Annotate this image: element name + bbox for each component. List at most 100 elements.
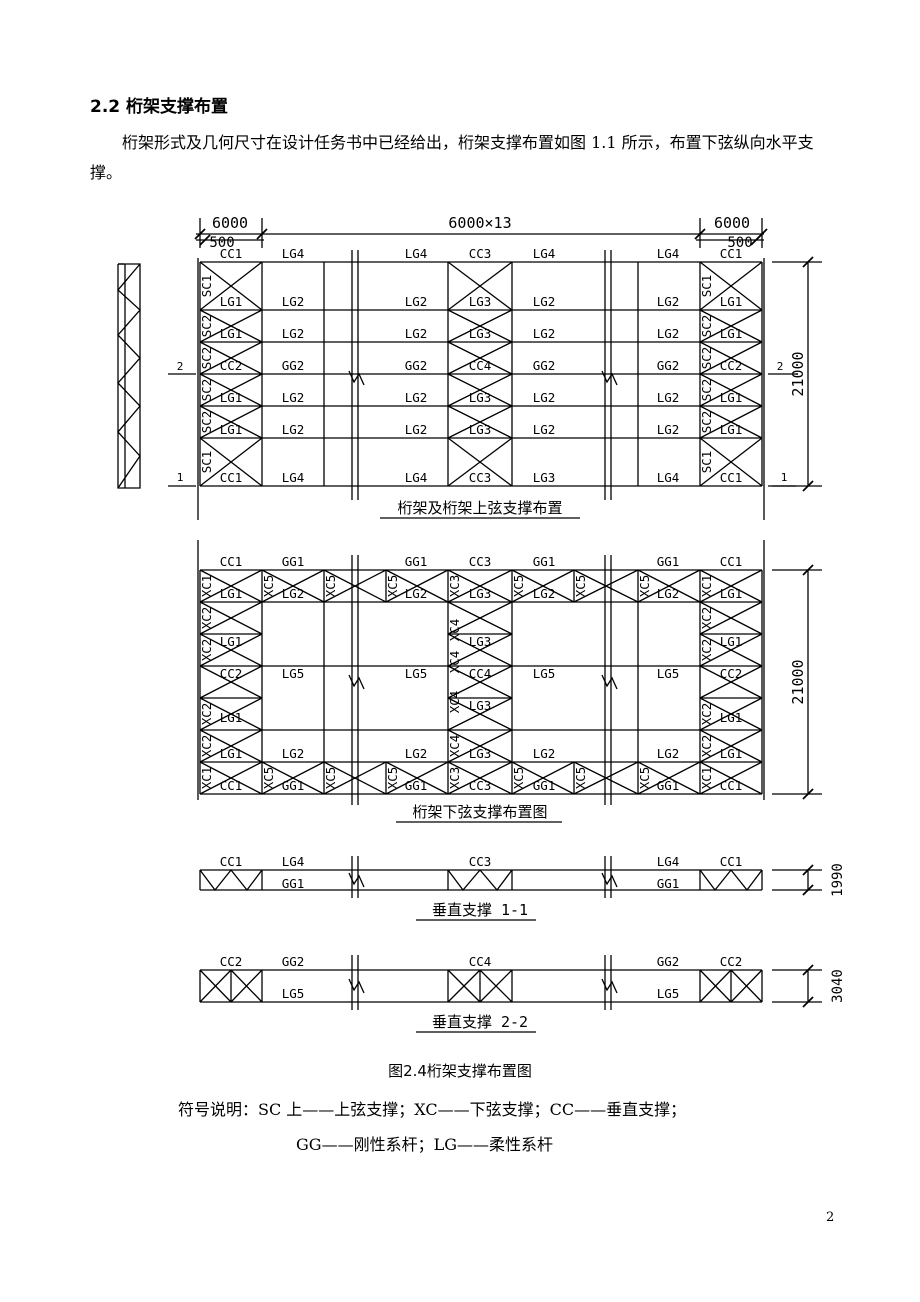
brace-diagonal [447,261,513,311]
label-row-a: LG1 [220,634,243,649]
brace-diagonal [447,437,513,487]
label-sc: SC2 [199,347,214,370]
label-v11-top: LG4 [282,854,305,869]
label-xc: XC5 [637,575,652,598]
dimension-tick [194,228,206,240]
label-mid-row: GG2 [533,358,556,373]
label-lg-row: LG2 [533,390,556,405]
label-xc: XC2 [199,639,214,662]
label-v11-top: CC3 [469,854,492,869]
label-lg-row: LG1 [720,422,743,437]
label-xc: XC3 [447,575,462,598]
label-xc: XC2 [699,607,714,630]
label-xc: XC1 [699,575,714,598]
dimension-tick [802,564,814,576]
legend-line-1: 符号说明：SC 上——上弦支撑；XC——下弦支撑；CC——垂直支撑； [178,1100,687,1119]
label-v22-bottom: LG5 [282,986,305,1001]
dimension-tick [256,228,268,240]
brace-diagonal [699,969,732,1003]
label-lg-row: LG2 [405,294,428,309]
break-symbol [348,978,365,994]
label-mid-row: LG5 [533,666,556,681]
label-lg-row: LG1 [720,326,743,341]
brace-diagonal [199,665,263,699]
label-mid-row: GG2 [657,358,680,373]
label-v11-top: LG4 [657,854,680,869]
brace-diagonal [261,569,325,603]
section-heading: 2.2 桁架支撑布置 [90,97,229,117]
break-symbol [601,674,618,690]
label-xc: XC2 [699,639,714,662]
label-lg-row: LG2 [533,586,556,601]
brace-diagonal [699,341,763,375]
brace-diagonal [447,729,513,763]
dimension-tick [199,234,211,246]
dim-height-bottom: 21000 [789,659,807,704]
brace-diagonal [385,569,449,603]
brace-diagonal [447,373,513,407]
label-lg-row: LG2 [282,422,305,437]
brace-diagonal [699,437,763,487]
brace-diagonal [637,761,701,795]
label-bottom-row: CC1 [720,470,743,485]
label-top-row: LG4 [657,246,680,261]
dim-right-bay: 6000 [714,214,750,232]
brace-diagonal [199,437,263,487]
label-lg-row: LG2 [657,294,680,309]
brace-diagonal [199,405,263,439]
brace-diagonal [699,697,763,731]
dimension-tick [802,996,814,1008]
dimension-tick [802,864,814,876]
label-xc: XC5 [573,767,588,790]
top-plan-title: 桁架及桁架上弦支撑布置 [397,499,562,517]
label-row-a: LG1 [720,634,743,649]
label-sc: SC2 [699,315,714,338]
label-top-row: GG1 [282,554,305,569]
label-v11-bottom: GG1 [282,876,305,891]
label-v22-top: CC4 [469,954,492,969]
label-xc: XC4 [447,651,462,674]
label-lg-row: LG2 [533,422,556,437]
brace-diagonal [573,569,639,603]
label-top-row: CC1 [220,554,243,569]
brace-diagonal [230,969,263,1003]
label-sc: SC1 [699,275,714,298]
break-symbol [348,872,365,888]
label-v22-top: GG2 [282,954,305,969]
legend-line-2: GG——刚性系杆；LG——柔性系杆 [296,1135,553,1154]
label-bottom-row: CC1 [220,778,243,793]
label-top-row: CC1 [720,554,743,569]
brace-diagonal [699,665,763,699]
brace-diagonal [447,665,513,699]
label-v11-bottom: GG1 [657,876,680,891]
brace-diagonal [447,633,513,667]
brace-diagonal [447,969,481,1003]
label-sc: SC2 [699,379,714,402]
vertical-brace [199,868,263,892]
truss-profile-web [117,263,141,489]
brace-diagonal [199,309,263,343]
label-row-b: LG3 [469,698,492,713]
brace-diagonal [447,601,513,635]
section-mark: 2 [177,360,184,373]
break-symbol [348,370,365,386]
brace-diagonal [323,761,387,795]
label-xc: XC2 [199,703,214,726]
dimension-tick [802,884,814,896]
label-bottom-row: LG3 [533,470,556,485]
label-row-b: LG1 [220,710,243,725]
label-sc: SC2 [699,347,714,370]
brace-diagonal [699,633,763,667]
label-lg-row: LG1 [720,390,743,405]
label-v11-top: CC1 [720,854,743,869]
figure-caption: 图2.4桁架支撑布置图 [388,1062,532,1080]
label-xc: XC5 [261,767,276,790]
dimension-tick [802,788,814,800]
label-top-row: LG4 [405,246,428,261]
label-lg-row: LG3 [469,586,492,601]
label-sc: SC2 [199,315,214,338]
page-number: 2 [826,1210,835,1225]
label-lg-row: LG1 [720,294,743,309]
label-lg-row: LG2 [657,586,680,601]
